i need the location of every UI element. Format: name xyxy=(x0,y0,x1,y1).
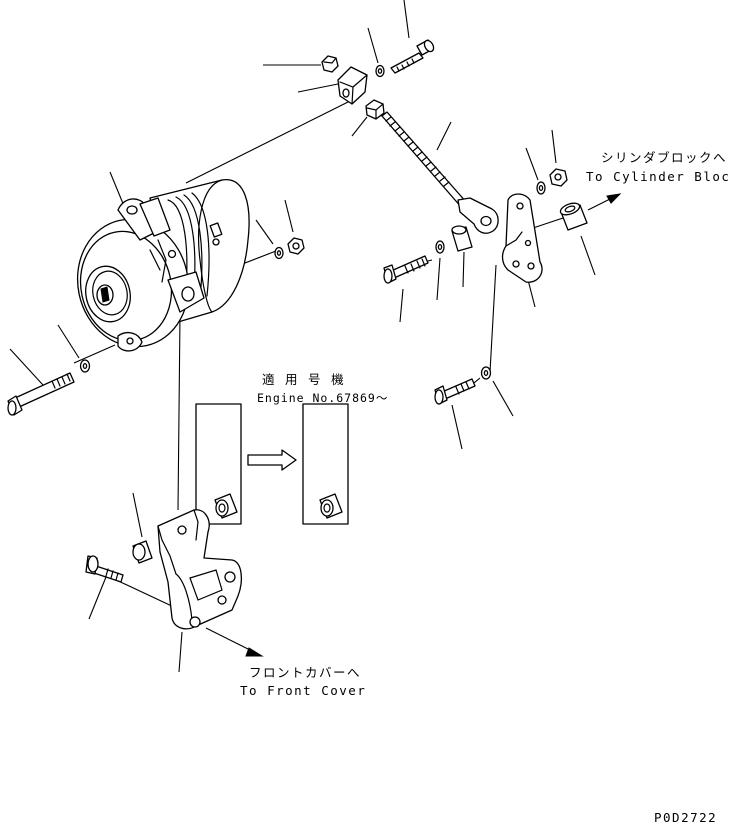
spacer-block xyxy=(337,66,368,105)
change-box-old xyxy=(195,403,242,525)
mounting-plate xyxy=(501,193,543,283)
label-engine-number: Engine No.67869～ xyxy=(257,391,388,405)
change-box-new xyxy=(302,403,349,525)
bracket-bolt xyxy=(85,555,124,583)
middle-bolt xyxy=(383,255,429,284)
label-front-cover-en: To Front Cover xyxy=(240,683,366,698)
label-front-cover-jp: フロントカバーへ xyxy=(249,665,361,680)
alternator-rear-hardware xyxy=(274,237,305,260)
label-cylinder-block-en: To Cylinder Block xyxy=(586,169,731,184)
nut-mid xyxy=(365,99,385,120)
washer-middle xyxy=(435,240,445,254)
lower-right-bolt xyxy=(434,378,476,405)
arrow-cylinder-block xyxy=(587,193,622,211)
long-bolt xyxy=(7,372,75,416)
collar-middle xyxy=(451,225,473,252)
washer-top xyxy=(375,64,385,78)
nut-top xyxy=(321,55,339,73)
cylinder-block-hardware xyxy=(536,168,588,231)
label-applicable-jp: 適 用 号 機 xyxy=(262,372,345,387)
washer-lower-right xyxy=(480,366,492,380)
washer-left xyxy=(79,359,91,373)
label-cylinder-block-jp: シリンダブロックへ xyxy=(601,150,727,165)
alternator xyxy=(76,179,250,352)
adjusting-bar xyxy=(381,111,499,234)
top-bolt xyxy=(390,39,435,74)
arrow-front-cover xyxy=(205,627,264,657)
bracket-collar xyxy=(132,540,153,564)
change-arrow xyxy=(247,449,297,471)
drawing-code: P0D2722 xyxy=(654,810,717,824)
alternator-bracket xyxy=(157,509,243,630)
